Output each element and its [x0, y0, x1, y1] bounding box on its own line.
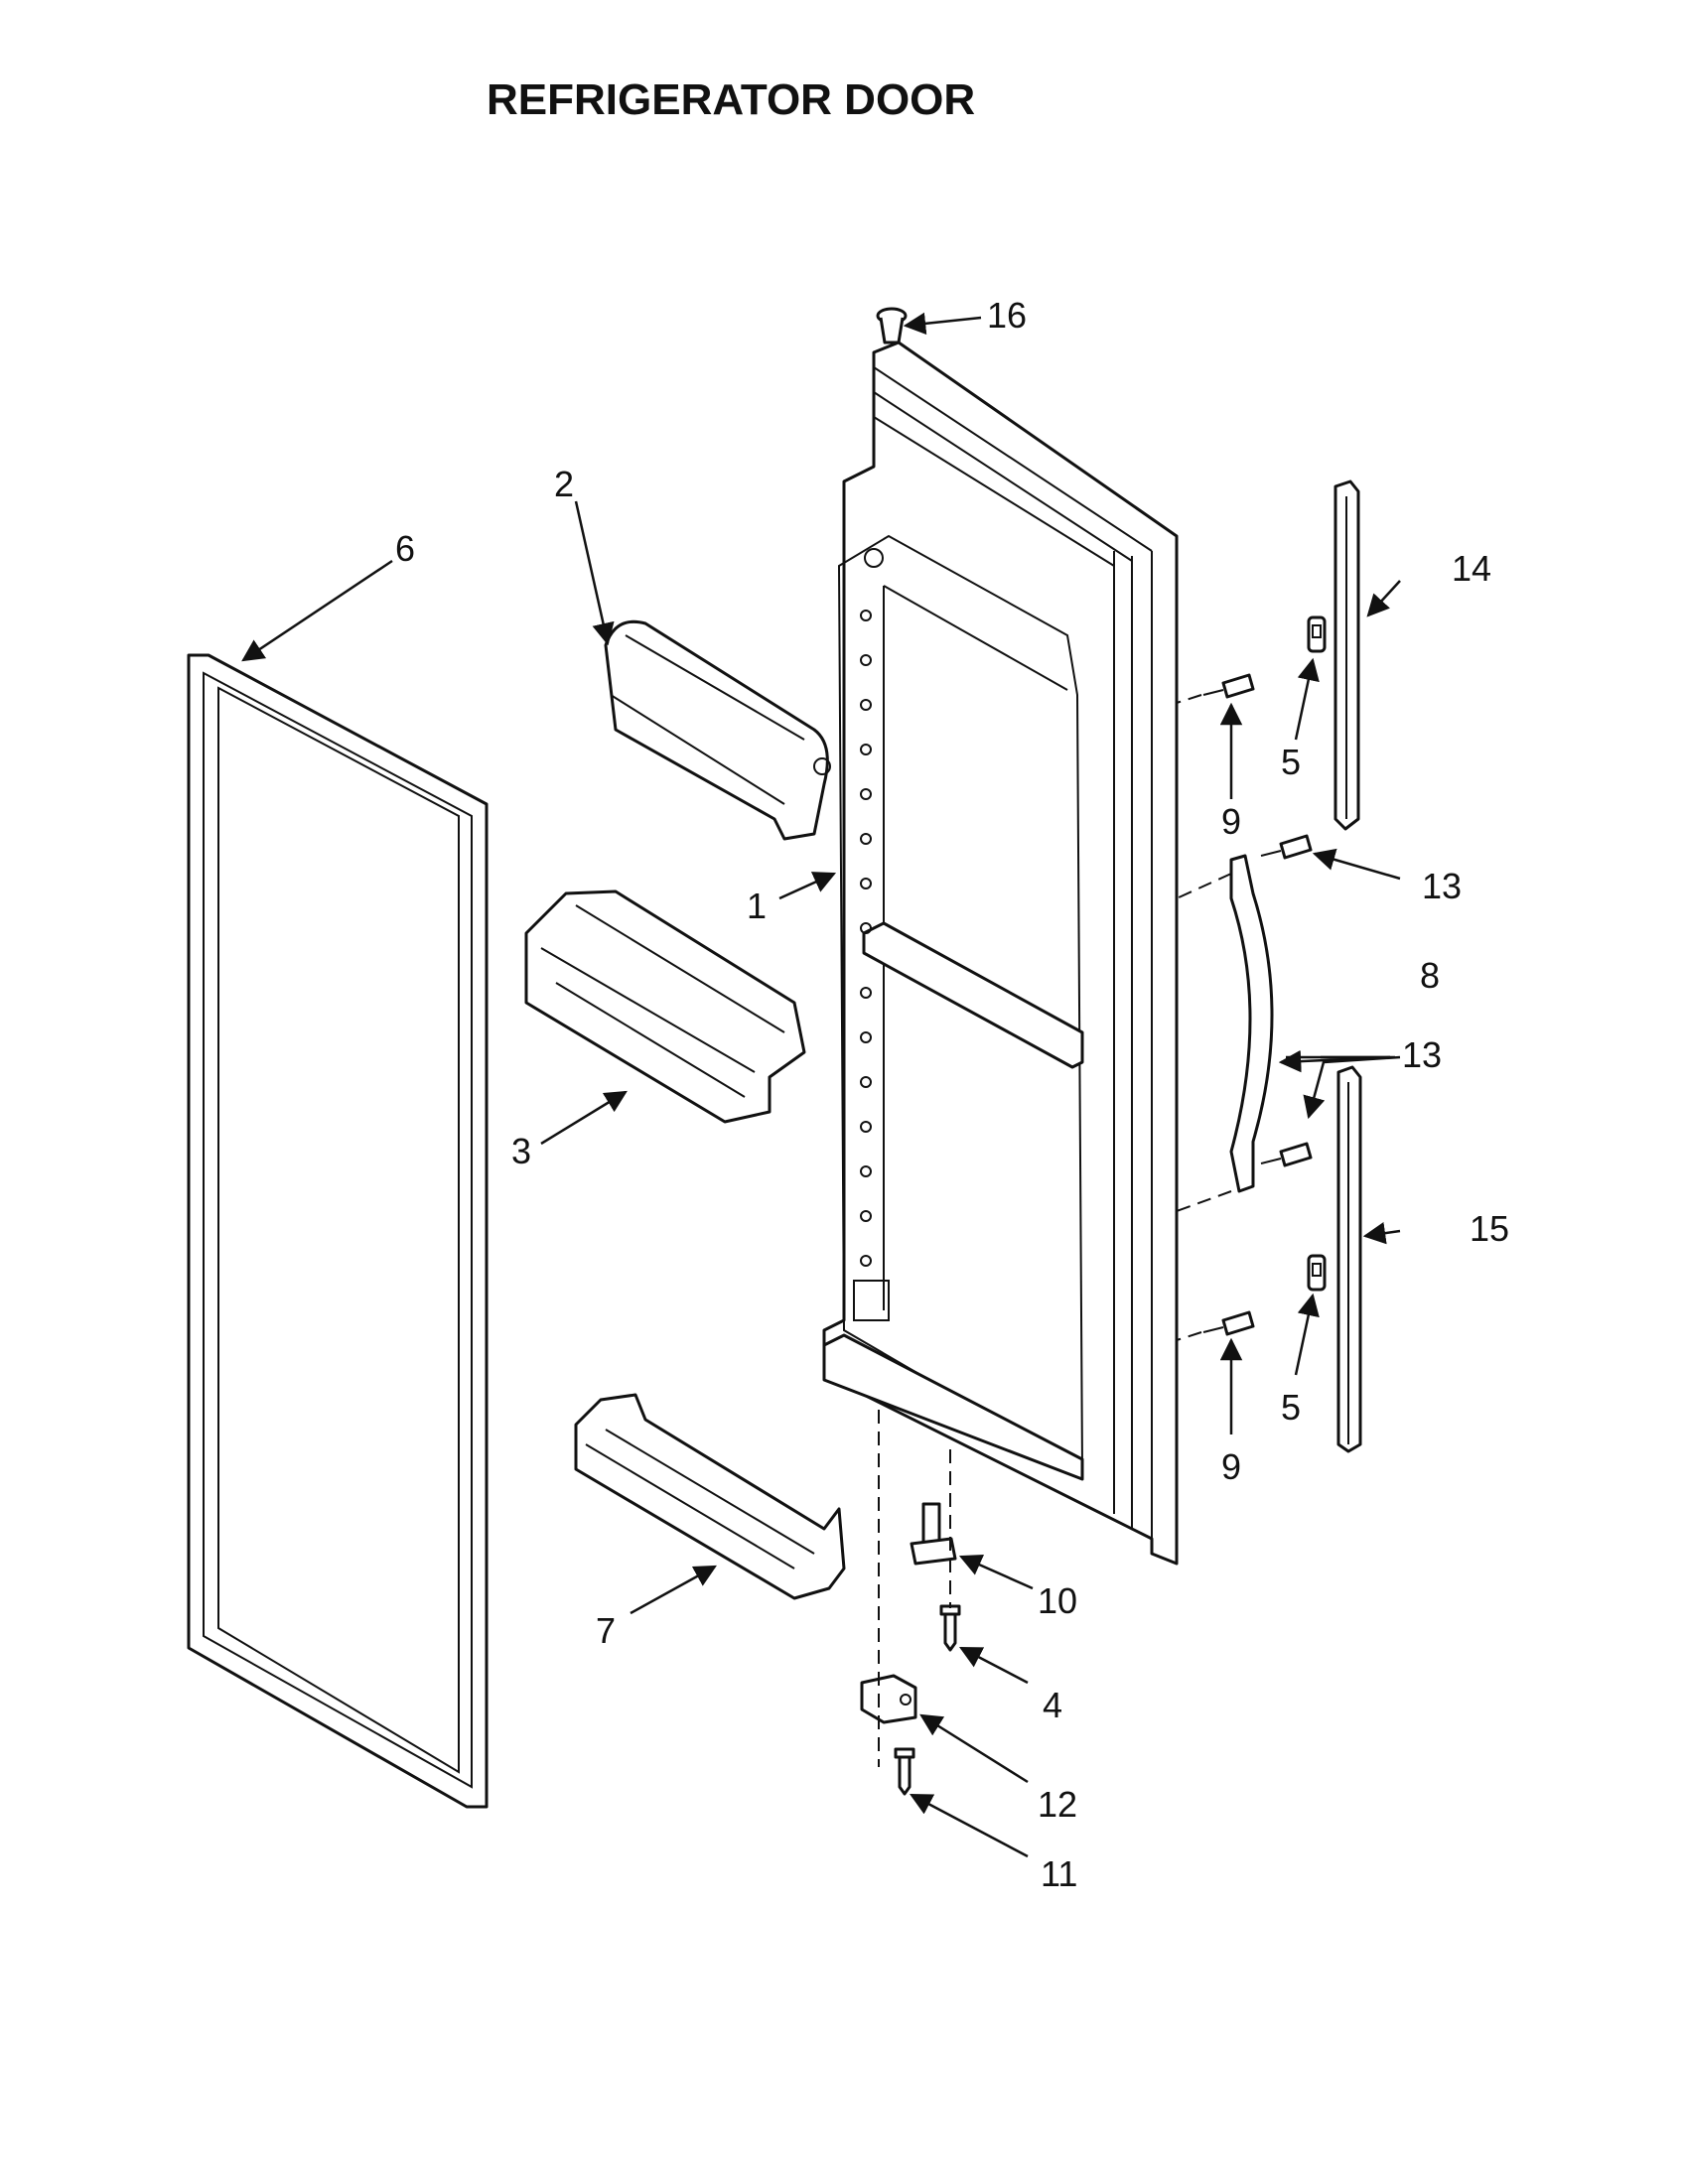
part-7-bottom-bin [574, 1393, 846, 1600]
callout-7: 7 [596, 1610, 616, 1651]
part-3-door-bin [524, 889, 806, 1124]
diagram-title: REFRIGERATOR DOOR [487, 75, 975, 124]
part-9-screw-bottom [1202, 1310, 1255, 1336]
part-4-screw [939, 1604, 961, 1652]
callout-9-bottom: 9 [1221, 1446, 1241, 1487]
part-10-lower-hinge [910, 1502, 957, 1566]
part-16-hinge-pin [876, 307, 908, 344]
part-5-clip-top [1307, 615, 1327, 653]
callout-labels: 16 2 6 1 3 7 14 5 9 13 8 13 15 5 9 10 4 … [395, 295, 1509, 1894]
part-14-trim-top [1333, 479, 1360, 831]
shelf-slots [860, 610, 872, 1267]
leader-arrows [241, 312, 1401, 1858]
callout-14: 14 [1452, 548, 1491, 589]
callout-13-top: 13 [1422, 866, 1462, 906]
callout-4: 4 [1043, 1685, 1062, 1725]
part-2-door-bin [604, 619, 831, 841]
callout-2: 2 [554, 464, 574, 504]
callout-15: 15 [1470, 1208, 1509, 1249]
callout-10: 10 [1038, 1580, 1077, 1621]
part-9-screw-top [1202, 673, 1255, 699]
part-8-handle [1229, 854, 1274, 1193]
callout-12: 12 [1038, 1784, 1077, 1825]
callout-6: 6 [395, 528, 415, 569]
part-15-trim-bottom [1336, 1065, 1362, 1453]
callout-1: 1 [747, 886, 767, 926]
part-12-hinge-bracket [860, 1674, 917, 1724]
part-6-door-gasket [187, 653, 489, 1809]
callout-13-bottom: 13 [1402, 1034, 1442, 1075]
part-5-clip-bottom [1307, 1254, 1327, 1292]
callout-8: 8 [1420, 955, 1440, 996]
callout-9-top: 9 [1221, 801, 1241, 842]
alignment-lines [878, 694, 1232, 1767]
part-1-door-assembly [822, 341, 1179, 1566]
part-13-screw-bottom [1260, 1142, 1313, 1167]
callout-11: 11 [1041, 1853, 1077, 1894]
part-11-screw [894, 1747, 915, 1796]
part-13-screw-top [1260, 834, 1313, 860]
callout-5-bottom: 5 [1281, 1387, 1301, 1428]
callout-16: 16 [987, 295, 1027, 336]
callout-3: 3 [511, 1131, 531, 1171]
callout-5-top: 5 [1281, 742, 1301, 782]
